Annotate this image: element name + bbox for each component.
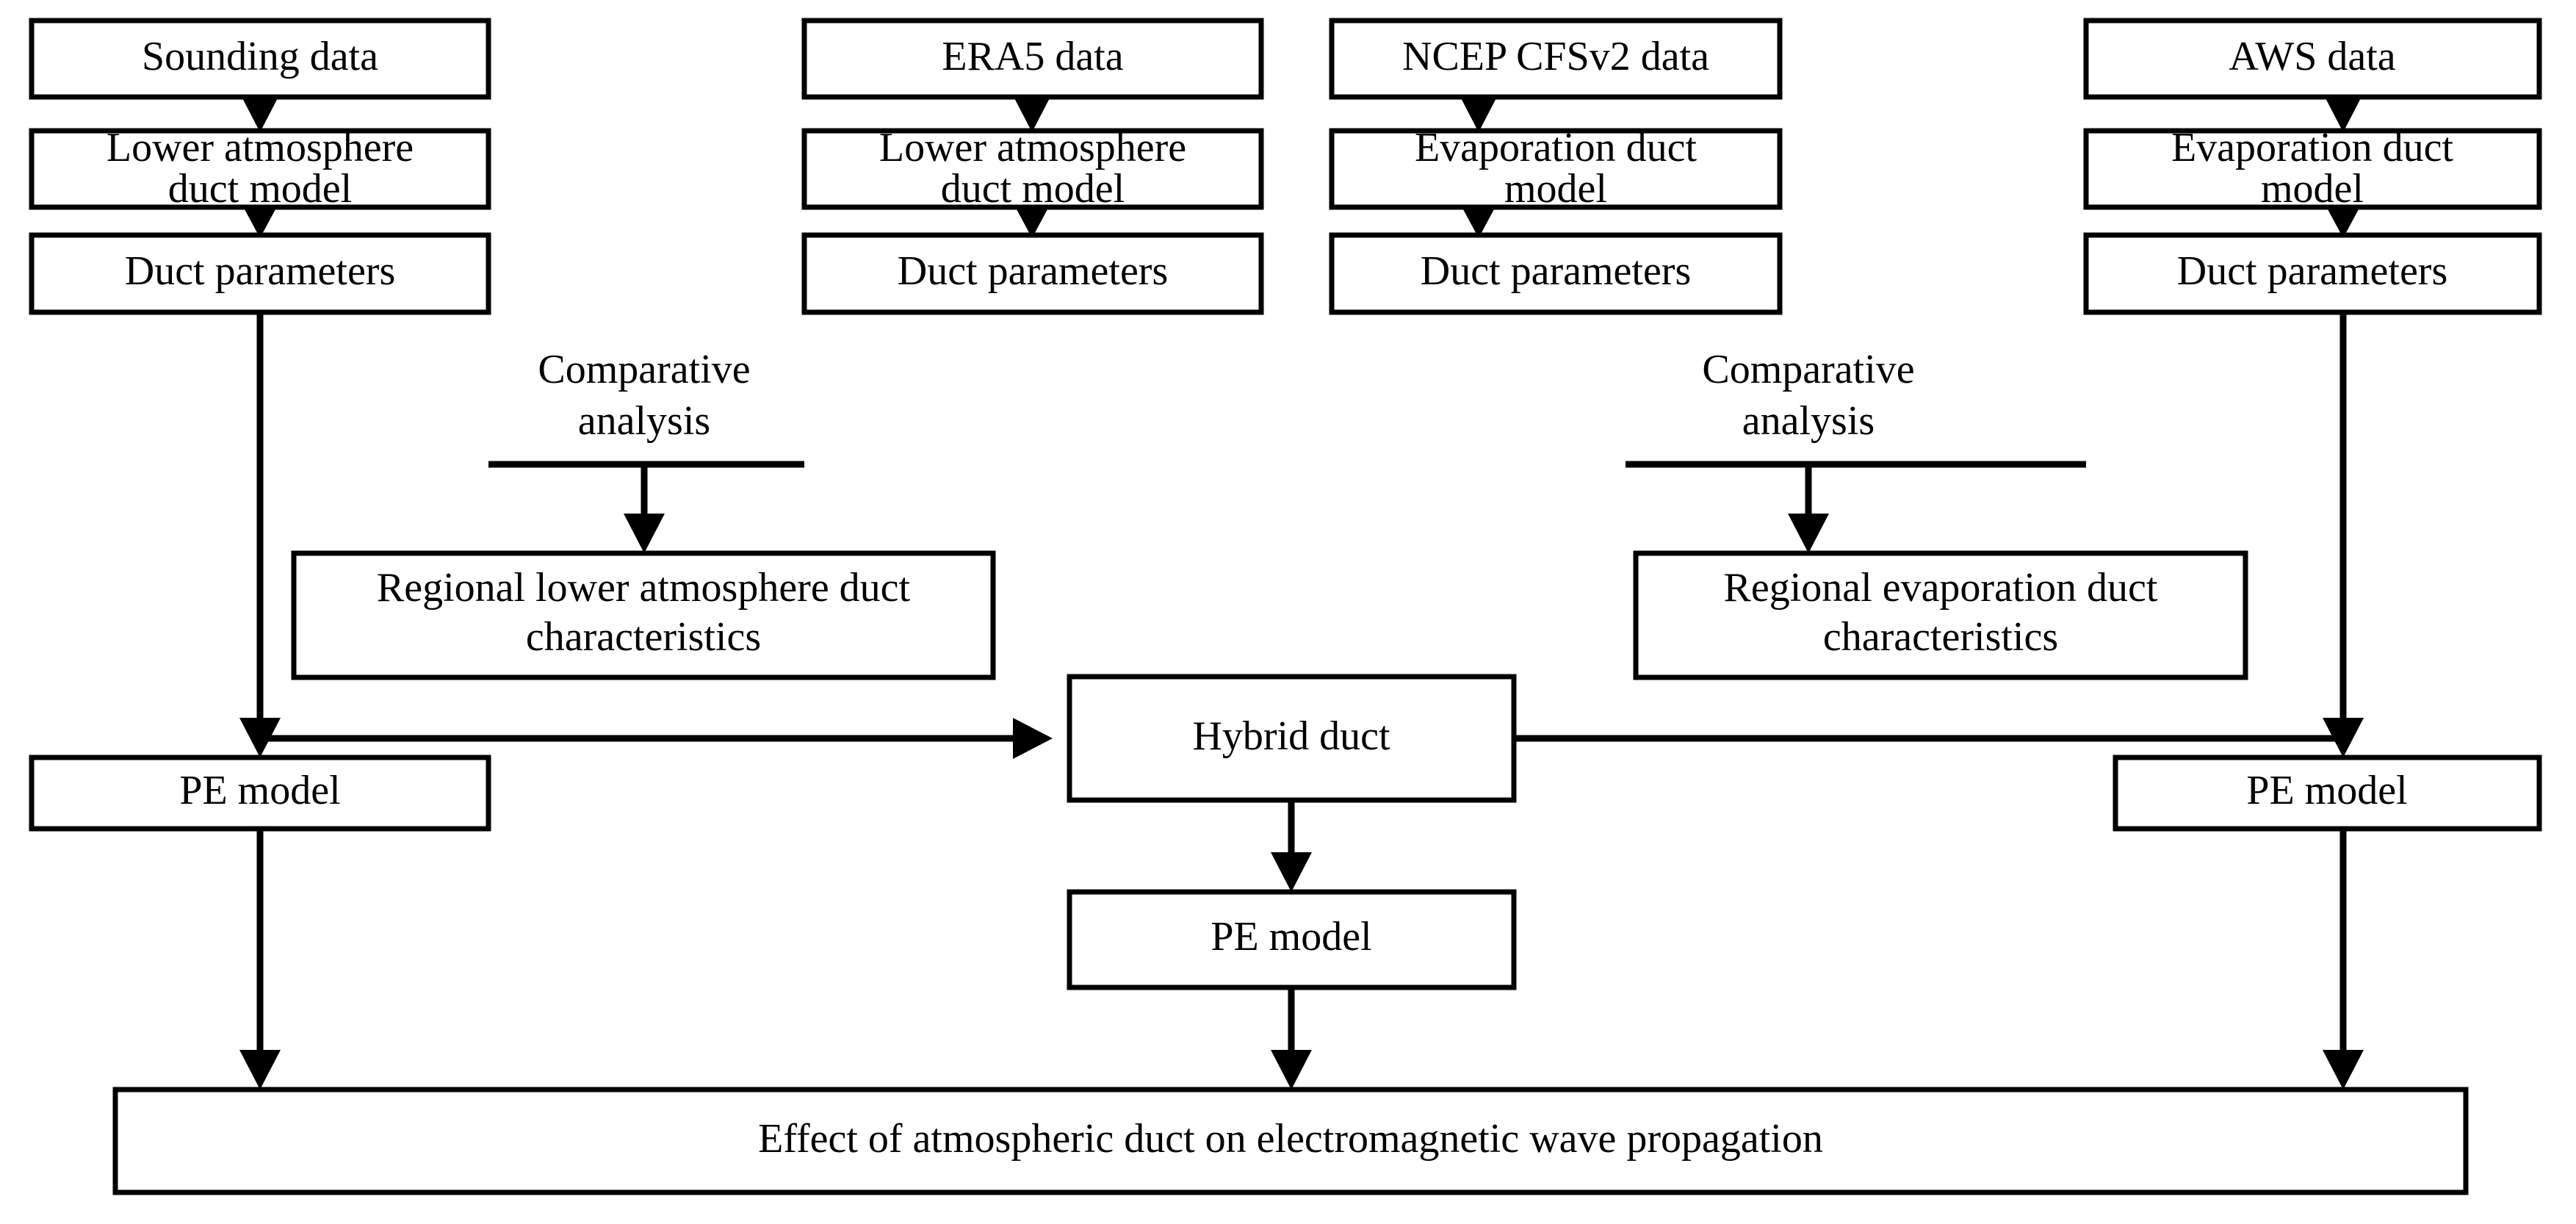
node-sounding-data[interactable]: Sounding data: [29, 18, 491, 100]
node-lower-atmosphere-duct-model-1-line2: duct model: [168, 166, 352, 212]
connector-pemodel-left-to-effect: [239, 829, 281, 1090]
node-duct-parameters-2[interactable]: Duct parameters: [801, 232, 1264, 315]
node-hybrid-duct-label: Hybrid duct: [1192, 713, 1390, 759]
connector-left-to-hybrid-duct: [260, 718, 1053, 759]
node-pe-model-right[interactable]: PE model: [2113, 755, 2542, 832]
comparative-analysis-right-line2: analysis: [1742, 398, 1875, 444]
connector-pemodel-center-to-effect: [1271, 987, 1312, 1090]
node-duct-parameters-1-label: Duct parameters: [125, 248, 395, 294]
node-lower-atmosphere-duct-model-1-line1: Lower atmosphere: [107, 125, 414, 170]
node-duct-parameters-3-label: Duct parameters: [1421, 248, 1691, 294]
connector-comparative-analysis-left: [488, 461, 804, 553]
node-regional-evaporation-duct-characteristics[interactable]: Regional evaporation duct characteristic…: [1633, 550, 2248, 680]
node-sounding-data-label: Sounding data: [142, 34, 378, 79]
node-pe-model-center-label: PE model: [1211, 914, 1371, 960]
node-era5-data-label: ERA5 data: [942, 34, 1123, 79]
node-duct-parameters-4-label: Duct parameters: [2177, 248, 2447, 294]
node-pe-model-right-label: PE model: [2246, 768, 2407, 813]
node-ncep-cfsv2-data-label: NCEP CFSv2 data: [1402, 34, 1709, 79]
node-duct-parameters-3[interactable]: Duct parameters: [1329, 232, 1783, 315]
node-evaporation-duct-model-2-line1: Evaporation duct: [2171, 125, 2454, 170]
node-regional-lower-atmosphere-duct-characteristics[interactable]: Regional lower atmosphere duct character…: [291, 550, 996, 680]
node-duct-parameters-1[interactable]: Duct parameters: [29, 232, 491, 315]
node-regional-evaporation-line2: characteristics: [1823, 614, 2058, 660]
connector-pemodel-right-to-effect: [2323, 829, 2364, 1090]
node-regional-lower-line1: Regional lower atmosphere duct: [377, 565, 911, 611]
node-duct-parameters-2-label: Duct parameters: [898, 248, 1168, 294]
node-effect-of-atmospheric-duct[interactable]: Effect of atmospheric duct on electromag…: [112, 1087, 2469, 1195]
connector-ductparams1-to-pemodel-left: [239, 312, 281, 757]
edge-label-comparative-analysis-left: Comparative analysis: [538, 347, 750, 444]
node-lower-atmosphere-duct-model-1[interactable]: Lower atmosphere duct model: [29, 125, 491, 212]
node-lower-atmosphere-duct-model-2-line2: duct model: [941, 166, 1125, 212]
node-pe-model-left-label: PE model: [179, 768, 340, 813]
node-regional-lower-line2: characteristics: [526, 614, 761, 660]
comparative-analysis-right-line1: Comparative: [1702, 347, 1914, 392]
node-aws-data[interactable]: AWS data: [2083, 18, 2542, 100]
node-lower-atmosphere-duct-model-2-line1: Lower atmosphere: [879, 125, 1186, 170]
node-ncep-cfsv2-data[interactable]: NCEP CFSv2 data: [1329, 18, 1783, 100]
node-evaporation-duct-model-2[interactable]: Evaporation duct model: [2083, 125, 2542, 212]
node-evaporation-duct-model-1-line1: Evaporation duct: [1415, 125, 1698, 170]
node-pe-model-center[interactable]: PE model: [1067, 889, 1517, 990]
edge-label-comparative-analysis-right: Comparative analysis: [1702, 347, 1914, 444]
node-regional-evaporation-line1: Regional evaporation duct: [1724, 565, 2158, 611]
node-evaporation-duct-model-1[interactable]: Evaporation duct model: [1329, 125, 1783, 212]
node-effect-label: Effect of atmospheric duct on electromag…: [758, 1116, 1823, 1162]
node-pe-model-left[interactable]: PE model: [29, 755, 491, 832]
connector-comparative-analysis-right: [1626, 461, 2086, 553]
comparative-analysis-left-line2: analysis: [578, 398, 710, 444]
node-era5-data[interactable]: ERA5 data: [801, 18, 1264, 100]
node-hybrid-duct[interactable]: Hybrid duct: [1067, 674, 1517, 803]
node-duct-parameters-4[interactable]: Duct parameters: [2083, 232, 2542, 315]
node-lower-atmosphere-duct-model-2[interactable]: Lower atmosphere duct model: [801, 125, 1264, 212]
node-evaporation-duct-model-1-line2: model: [1504, 166, 1607, 212]
comparative-analysis-left-line1: Comparative: [538, 347, 750, 392]
connector-ductparams4-to-pemodel-right: [2323, 312, 2364, 757]
connector-hybrid-to-pemodel-center: [1271, 800, 1312, 892]
node-aws-data-label: AWS data: [2229, 34, 2395, 79]
node-evaporation-duct-model-2-line2: model: [2261, 166, 2364, 212]
